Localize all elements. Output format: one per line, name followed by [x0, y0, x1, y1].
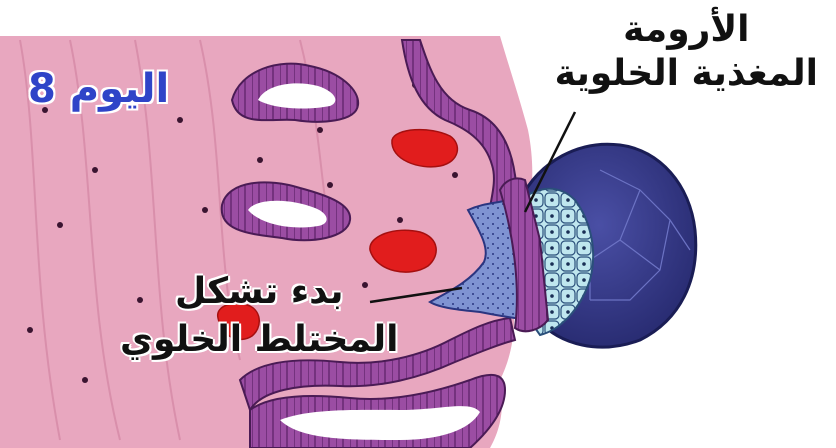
syncytiotrophoblast-label-line1: بدء تشكل: [120, 268, 398, 316]
syncytiotrophoblast-label-line2: المختلط الخلوي: [120, 316, 398, 364]
cytotrophoblast-label-line2: المغذية الخلوية: [555, 52, 818, 96]
cytotrophoblast-label: الأرومة المغذية الخلوية: [555, 8, 818, 96]
day-label: اليوم 8: [28, 66, 169, 112]
cytotrophoblast-label-line1: الأرومة: [555, 8, 818, 52]
syncytiotrophoblast-label: بدء تشكل المختلط الخلوي: [120, 268, 398, 364]
